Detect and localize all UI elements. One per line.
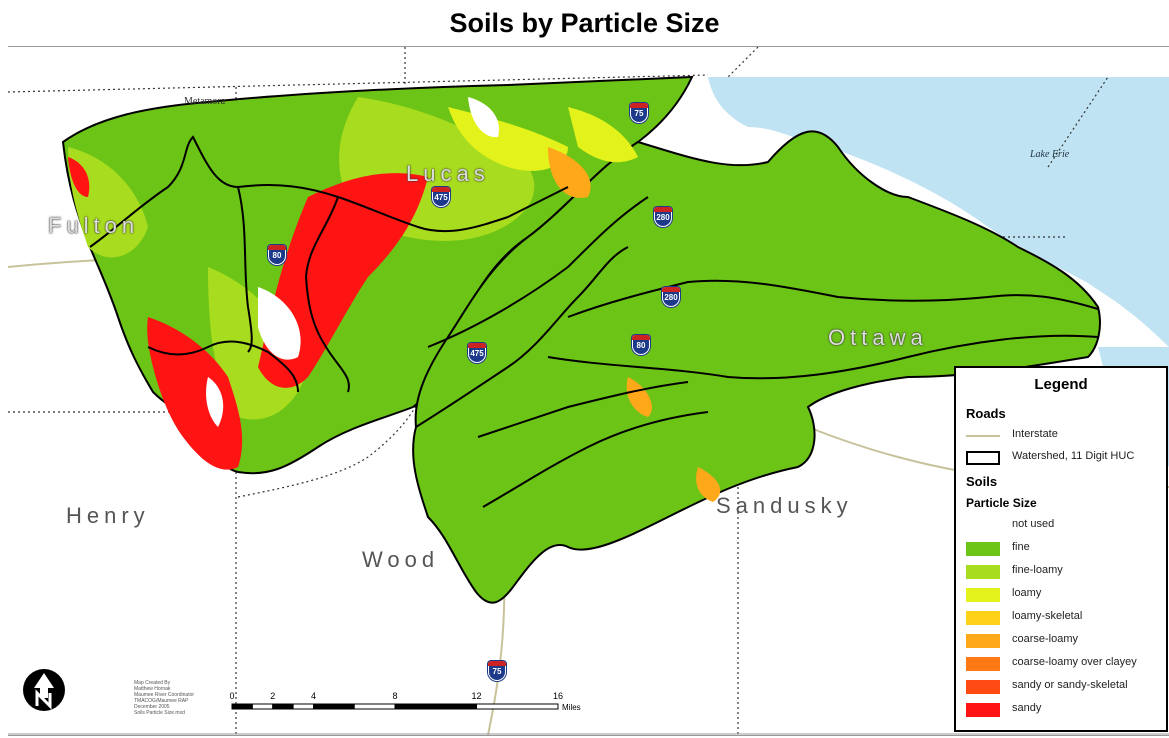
soil-patches-sandy [68, 157, 428, 470]
scale-tick-label: 0 [230, 691, 235, 701]
soil-patches-coarse-loamy [548, 147, 721, 502]
legend-item-fine-loamy: fine-loamy [966, 564, 1161, 580]
interstate-shield: 80 [268, 245, 286, 265]
interstate-shield: 80 [632, 335, 650, 355]
legend-swatch [966, 611, 1000, 625]
scale-tick-label: 16 [553, 691, 563, 701]
scale-segment [394, 703, 477, 710]
legend-label: not used [1012, 518, 1055, 530]
scale-segment [251, 703, 274, 710]
county-label-lucas: Lucas [406, 161, 490, 186]
scale-tick-label: 8 [392, 691, 397, 701]
legend-item-interstate: Interstate [966, 428, 1161, 444]
legend-label: sandy [1012, 702, 1042, 714]
interstate-shield: 475 [432, 187, 450, 207]
legend-swatch [966, 680, 1000, 694]
scale-segment [476, 703, 559, 710]
scale-segment [272, 703, 294, 710]
credit-line: December 2005 [134, 704, 170, 710]
scale-tick-label: 2 [270, 691, 275, 701]
legend-panel: Legend Roads Interstate Watershed, 11 Di… [954, 366, 1168, 732]
legend-label: sandy or sandy-skeletal [1012, 679, 1128, 691]
legend-roads-heading: Roads [966, 406, 1006, 421]
legend-item-coarse-loamy: coarse-loamy [966, 633, 1161, 649]
legend-label: loamy [1012, 587, 1042, 599]
interstate-shield: 75 [488, 661, 506, 681]
legend-label: fine [1012, 541, 1030, 553]
legend-item-loamy-skeletal: loamy-skeletal [966, 610, 1161, 626]
legend-label: loamy-skeletal [1012, 610, 1083, 622]
scale-segment [292, 703, 314, 710]
legend-swatch [966, 565, 1000, 579]
legend-swatch [966, 703, 1000, 717]
legend-swatch [966, 657, 1000, 671]
credit-line: TMACOG/Maumee RAP [134, 698, 189, 704]
legend-swatch [966, 519, 1000, 533]
county-label-wood: Wood [362, 547, 440, 572]
north-arrow-icon [23, 669, 65, 711]
map-frame[interactable]: Fulton Lucas Ottawa Henry Wood Sandusky … [8, 46, 1169, 736]
legend-label: fine-loamy [1012, 564, 1063, 576]
lake-label: Lake Erie [1030, 149, 1070, 160]
legend-swatch [966, 588, 1000, 602]
county-label-henry: Henry [66, 503, 150, 528]
interstate-shield: 475 [468, 343, 486, 363]
credit-line: Matthew Hornak [134, 686, 171, 692]
scale-tick-label: 4 [311, 691, 316, 701]
town-label-metamora: Metamora [184, 96, 226, 107]
legend-swatch [966, 634, 1000, 648]
legend-particle-heading: Particle Size [966, 496, 1037, 510]
interstate-shield: 280 [654, 207, 672, 227]
watershed-swatch [966, 451, 1000, 465]
legend-item-coarse-loamy-over-clayey: coarse-loamy over clayey [966, 656, 1161, 672]
scale-segment [353, 703, 396, 710]
scale-tick-label: 12 [471, 691, 481, 701]
map-canvas[interactable] [8, 47, 1169, 735]
legend-soils-heading: Soils [966, 474, 998, 489]
scale-segment [313, 703, 355, 710]
scale-unit: Miles [562, 703, 581, 712]
interstate-shield: 75 [630, 103, 648, 123]
county-label-ottawa: Ottawa [828, 325, 928, 350]
legend-swatch [966, 542, 1000, 556]
map-title: Soils by Particle Size [449, 8, 720, 38]
legend-item-fine: fine [966, 541, 1161, 557]
legend-item-loamy: loamy [966, 587, 1161, 603]
legend-item-sandy: sandy [966, 702, 1161, 718]
interstate-swatch [966, 435, 1000, 437]
scale-segment [231, 703, 253, 710]
legend-label: coarse-loamy over clayey [1012, 656, 1137, 668]
legend-item-sandy-or-sandy-skeletal: sandy or sandy-skeletal [966, 679, 1161, 695]
legend-label: coarse-loamy [1012, 633, 1079, 645]
credit-line: Maumee River Coordinator [134, 692, 195, 698]
legend-title: Legend [1034, 376, 1088, 393]
credit-line: Map Created By [134, 680, 171, 686]
legend-item-not-used: not used [966, 518, 1161, 534]
soil-patches-not-used [206, 97, 499, 427]
county-label-fulton: Fulton [48, 213, 140, 238]
legend-item-watershed: Watershed, 11 Digit HUC [966, 450, 1161, 466]
credit-line: Soils Particle Size.mxd [134, 710, 185, 716]
watershed-boundaries [89, 135, 1099, 508]
interstate-shield: 280 [662, 287, 680, 307]
county-label-sandusky: Sandusky [716, 493, 853, 518]
